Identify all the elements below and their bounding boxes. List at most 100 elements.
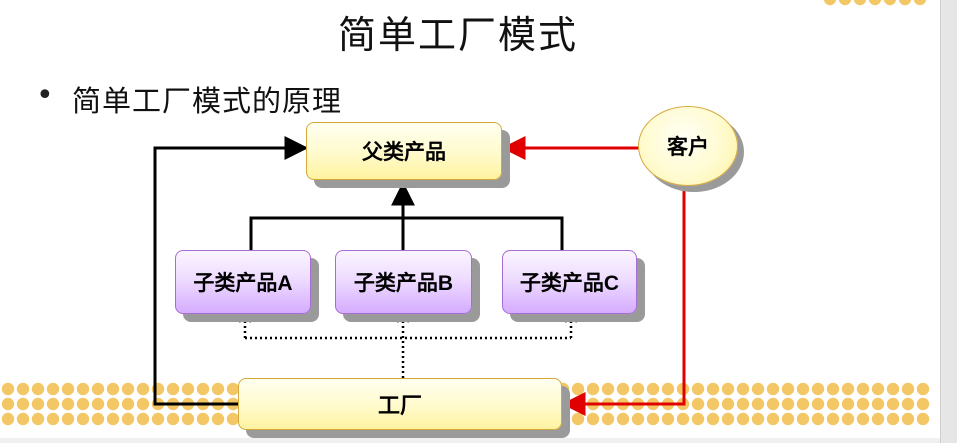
decorative-dot <box>898 0 912 6</box>
subclass-product-b-label: 子类产品B <box>353 272 454 295</box>
decorative-dot <box>136 382 150 396</box>
decorative-dot <box>916 382 930 396</box>
decorative-dot <box>166 412 180 426</box>
decorative-dot <box>586 412 600 426</box>
client-node: 客户 <box>638 106 738 186</box>
decorative-dot <box>661 382 675 396</box>
decorative-dot <box>811 412 825 426</box>
decorative-dot <box>91 412 105 426</box>
decorative-dot <box>661 412 675 426</box>
decorative-dot <box>1 412 15 426</box>
subclass-product-a-box: 子类产品A <box>175 250 311 314</box>
decorative-dot <box>811 382 825 396</box>
decorative-dot <box>151 412 165 426</box>
decorative-dot <box>706 397 720 411</box>
decorative-dot <box>871 397 885 411</box>
decorative-dot <box>826 397 840 411</box>
decorative-dot <box>31 412 45 426</box>
bullet-marker: • <box>36 78 54 113</box>
decorative-dot <box>106 382 120 396</box>
decorative-dot <box>601 382 615 396</box>
decorative-dot <box>823 0 837 6</box>
client-label: 客户 <box>667 136 709 159</box>
decorative-dot <box>751 397 765 411</box>
decorative-dot <box>181 382 195 396</box>
decorative-dot <box>616 382 630 396</box>
decorative-dot <box>631 382 645 396</box>
client-to-factory-connector <box>561 186 686 416</box>
decorative-dot <box>838 0 852 6</box>
parent-product-box: 父类产品 <box>306 122 502 180</box>
factory-to-parent-connector <box>153 136 309 406</box>
decorative-dot <box>691 412 705 426</box>
decorative-dot <box>766 382 780 396</box>
decorative-dot <box>886 397 900 411</box>
decorative-dot <box>826 382 840 396</box>
decorative-dot <box>136 397 150 411</box>
window-right-edge <box>940 0 957 443</box>
decorative-dot <box>751 382 765 396</box>
decorative-dot <box>61 397 75 411</box>
decorative-dot <box>76 382 90 396</box>
decorative-dot <box>781 412 795 426</box>
subclass-product-c-box: 子类产品C <box>502 250 637 314</box>
decorative-dot <box>91 382 105 396</box>
decorative-dot <box>121 382 135 396</box>
decorative-dot <box>691 397 705 411</box>
decorative-dot <box>856 412 870 426</box>
decorative-dot <box>736 382 750 396</box>
decorative-dot <box>646 412 660 426</box>
decorative-dot <box>796 397 810 411</box>
decorative-dot <box>61 412 75 426</box>
subclass-product-b-box: 子类产品B <box>335 250 472 314</box>
decorative-dot <box>796 412 810 426</box>
decorative-dot <box>46 382 60 396</box>
decorative-dot <box>916 397 930 411</box>
decorative-dot <box>706 412 720 426</box>
decorative-dot <box>46 412 60 426</box>
decorative-dot <box>766 397 780 411</box>
inheritance-connector <box>249 184 564 250</box>
decorative-dot <box>46 397 60 411</box>
decorative-dot <box>181 412 195 426</box>
subclass-product-c-label: 子类产品C <box>519 272 620 295</box>
decorative-dot <box>856 382 870 396</box>
decorative-dot <box>811 397 825 411</box>
decorative-dot <box>781 382 795 396</box>
decorative-dot <box>751 412 765 426</box>
decorative-dot <box>721 382 735 396</box>
decorative-dot <box>676 412 690 426</box>
decorative-dot <box>601 412 615 426</box>
decorative-dot <box>901 412 915 426</box>
decorative-dot <box>226 382 240 396</box>
decorative-dot <box>1 397 15 411</box>
decorative-dot <box>886 412 900 426</box>
parent-product-label: 父类产品 <box>362 141 446 164</box>
decorative-dot <box>766 412 780 426</box>
decorative-dot <box>631 412 645 426</box>
decorative-dot <box>1 382 15 396</box>
decorative-dot <box>871 382 885 396</box>
decorative-dot <box>883 0 897 6</box>
decorative-dot <box>901 382 915 396</box>
decorative-dot <box>211 412 225 426</box>
decorative-dot <box>721 412 735 426</box>
decorative-dot <box>136 412 150 426</box>
decorative-dot <box>31 382 45 396</box>
decorative-dot <box>616 412 630 426</box>
decorative-dot <box>721 397 735 411</box>
decorative-dot <box>841 382 855 396</box>
decorative-dot <box>856 397 870 411</box>
decorative-dot <box>211 382 225 396</box>
decorative-dot <box>16 412 30 426</box>
decorative-dot <box>166 382 180 396</box>
decorative-dot <box>646 382 660 396</box>
decorative-dot <box>31 397 45 411</box>
decorative-dot <box>106 412 120 426</box>
subclass-product-a-label: 子类产品A <box>193 272 293 295</box>
decorative-dot <box>736 397 750 411</box>
decorative-dot <box>841 397 855 411</box>
decorative-dot <box>826 412 840 426</box>
window-bottom-edge <box>0 438 940 443</box>
